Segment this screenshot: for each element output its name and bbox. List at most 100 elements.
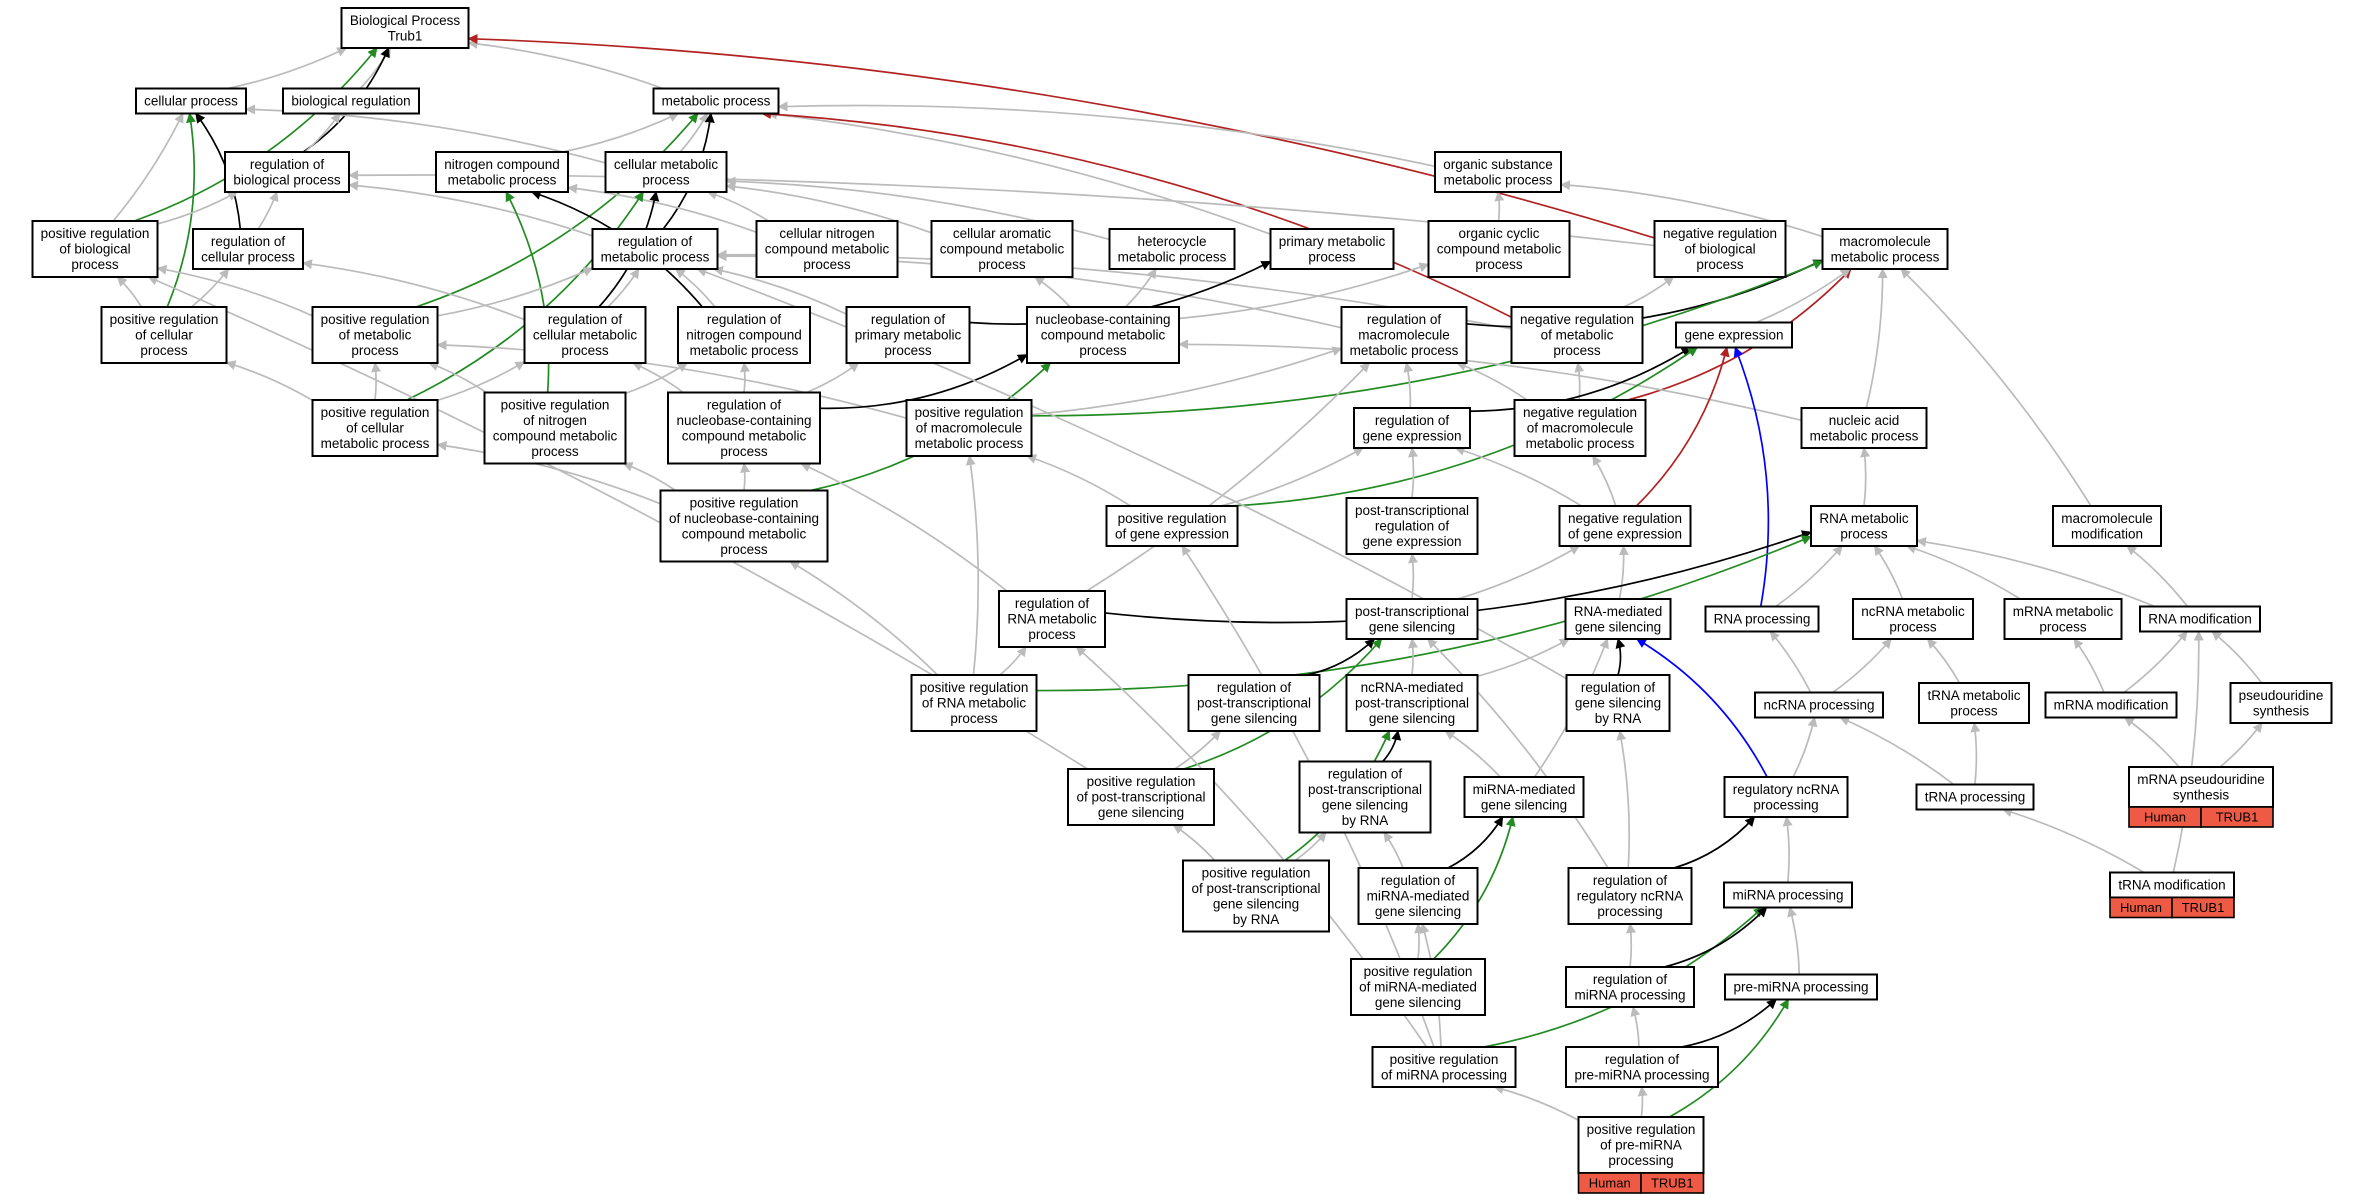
- node-label: metabolic process: [662, 94, 771, 109]
- edge-grey: [1408, 447, 1419, 499]
- go-term-node[interactable]: ncRNA processing: [1754, 691, 1884, 719]
- edge-grey: [706, 190, 769, 222]
- node-label: macromolecule: [1839, 234, 1931, 249]
- go-term-node[interactable]: RNA modification: [2139, 605, 2261, 633]
- go-term-node[interactable]: tRNA processing: [1915, 783, 2035, 811]
- edge-grey: [437, 267, 594, 317]
- edge-grey: [116, 276, 143, 308]
- go-term-node[interactable]: biological regulation: [282, 87, 420, 115]
- edge-grey: [467, 38, 664, 90]
- go-term-node[interactable]: metabolic process: [652, 87, 780, 115]
- node-label: gene silencing: [1375, 904, 1461, 919]
- go-term-node[interactable]: cellular process: [135, 87, 247, 115]
- node-label: of macromolecule: [1527, 421, 1634, 436]
- go-term-node[interactable]: pre-miRNA processing: [1724, 973, 1878, 1001]
- node-label: cellular process: [144, 94, 238, 109]
- node-label: positive regulation: [1390, 1052, 1499, 1067]
- node-label: of gene expression: [1568, 526, 1682, 541]
- go-term-node[interactable]: mRNA modification: [2044, 691, 2178, 719]
- node-label: positive regulation: [915, 405, 1024, 420]
- edge-grey: [1408, 638, 1419, 676]
- go-term-node[interactable]: regulation ofnucleobase-containingcompou…: [667, 391, 821, 465]
- go-term-node[interactable]: gene expression: [1675, 321, 1793, 349]
- node-box: [1427, 220, 1571, 278]
- node-label: processing: [1608, 1153, 1673, 1168]
- node-box: [192, 228, 304, 270]
- go-term-node[interactable]: RNA processing: [1704, 605, 1820, 633]
- node-label: metabolic process: [601, 249, 710, 264]
- node-box: [1564, 598, 1672, 640]
- node-label: biological regulation: [291, 94, 410, 109]
- node-label: metabolic process: [1831, 249, 1940, 264]
- go-term-node[interactable]: miRNA processing: [1723, 881, 1853, 909]
- node-box: [1182, 859, 1330, 933]
- node-label: regulation of: [707, 312, 782, 327]
- species-gene-tag: [2171, 896, 2235, 919]
- node-box: [1918, 682, 2030, 724]
- node-label: RNA metabolic: [1007, 612, 1097, 627]
- node-label: ncRNA processing: [1763, 698, 1874, 713]
- node-label: process: [1950, 703, 1998, 718]
